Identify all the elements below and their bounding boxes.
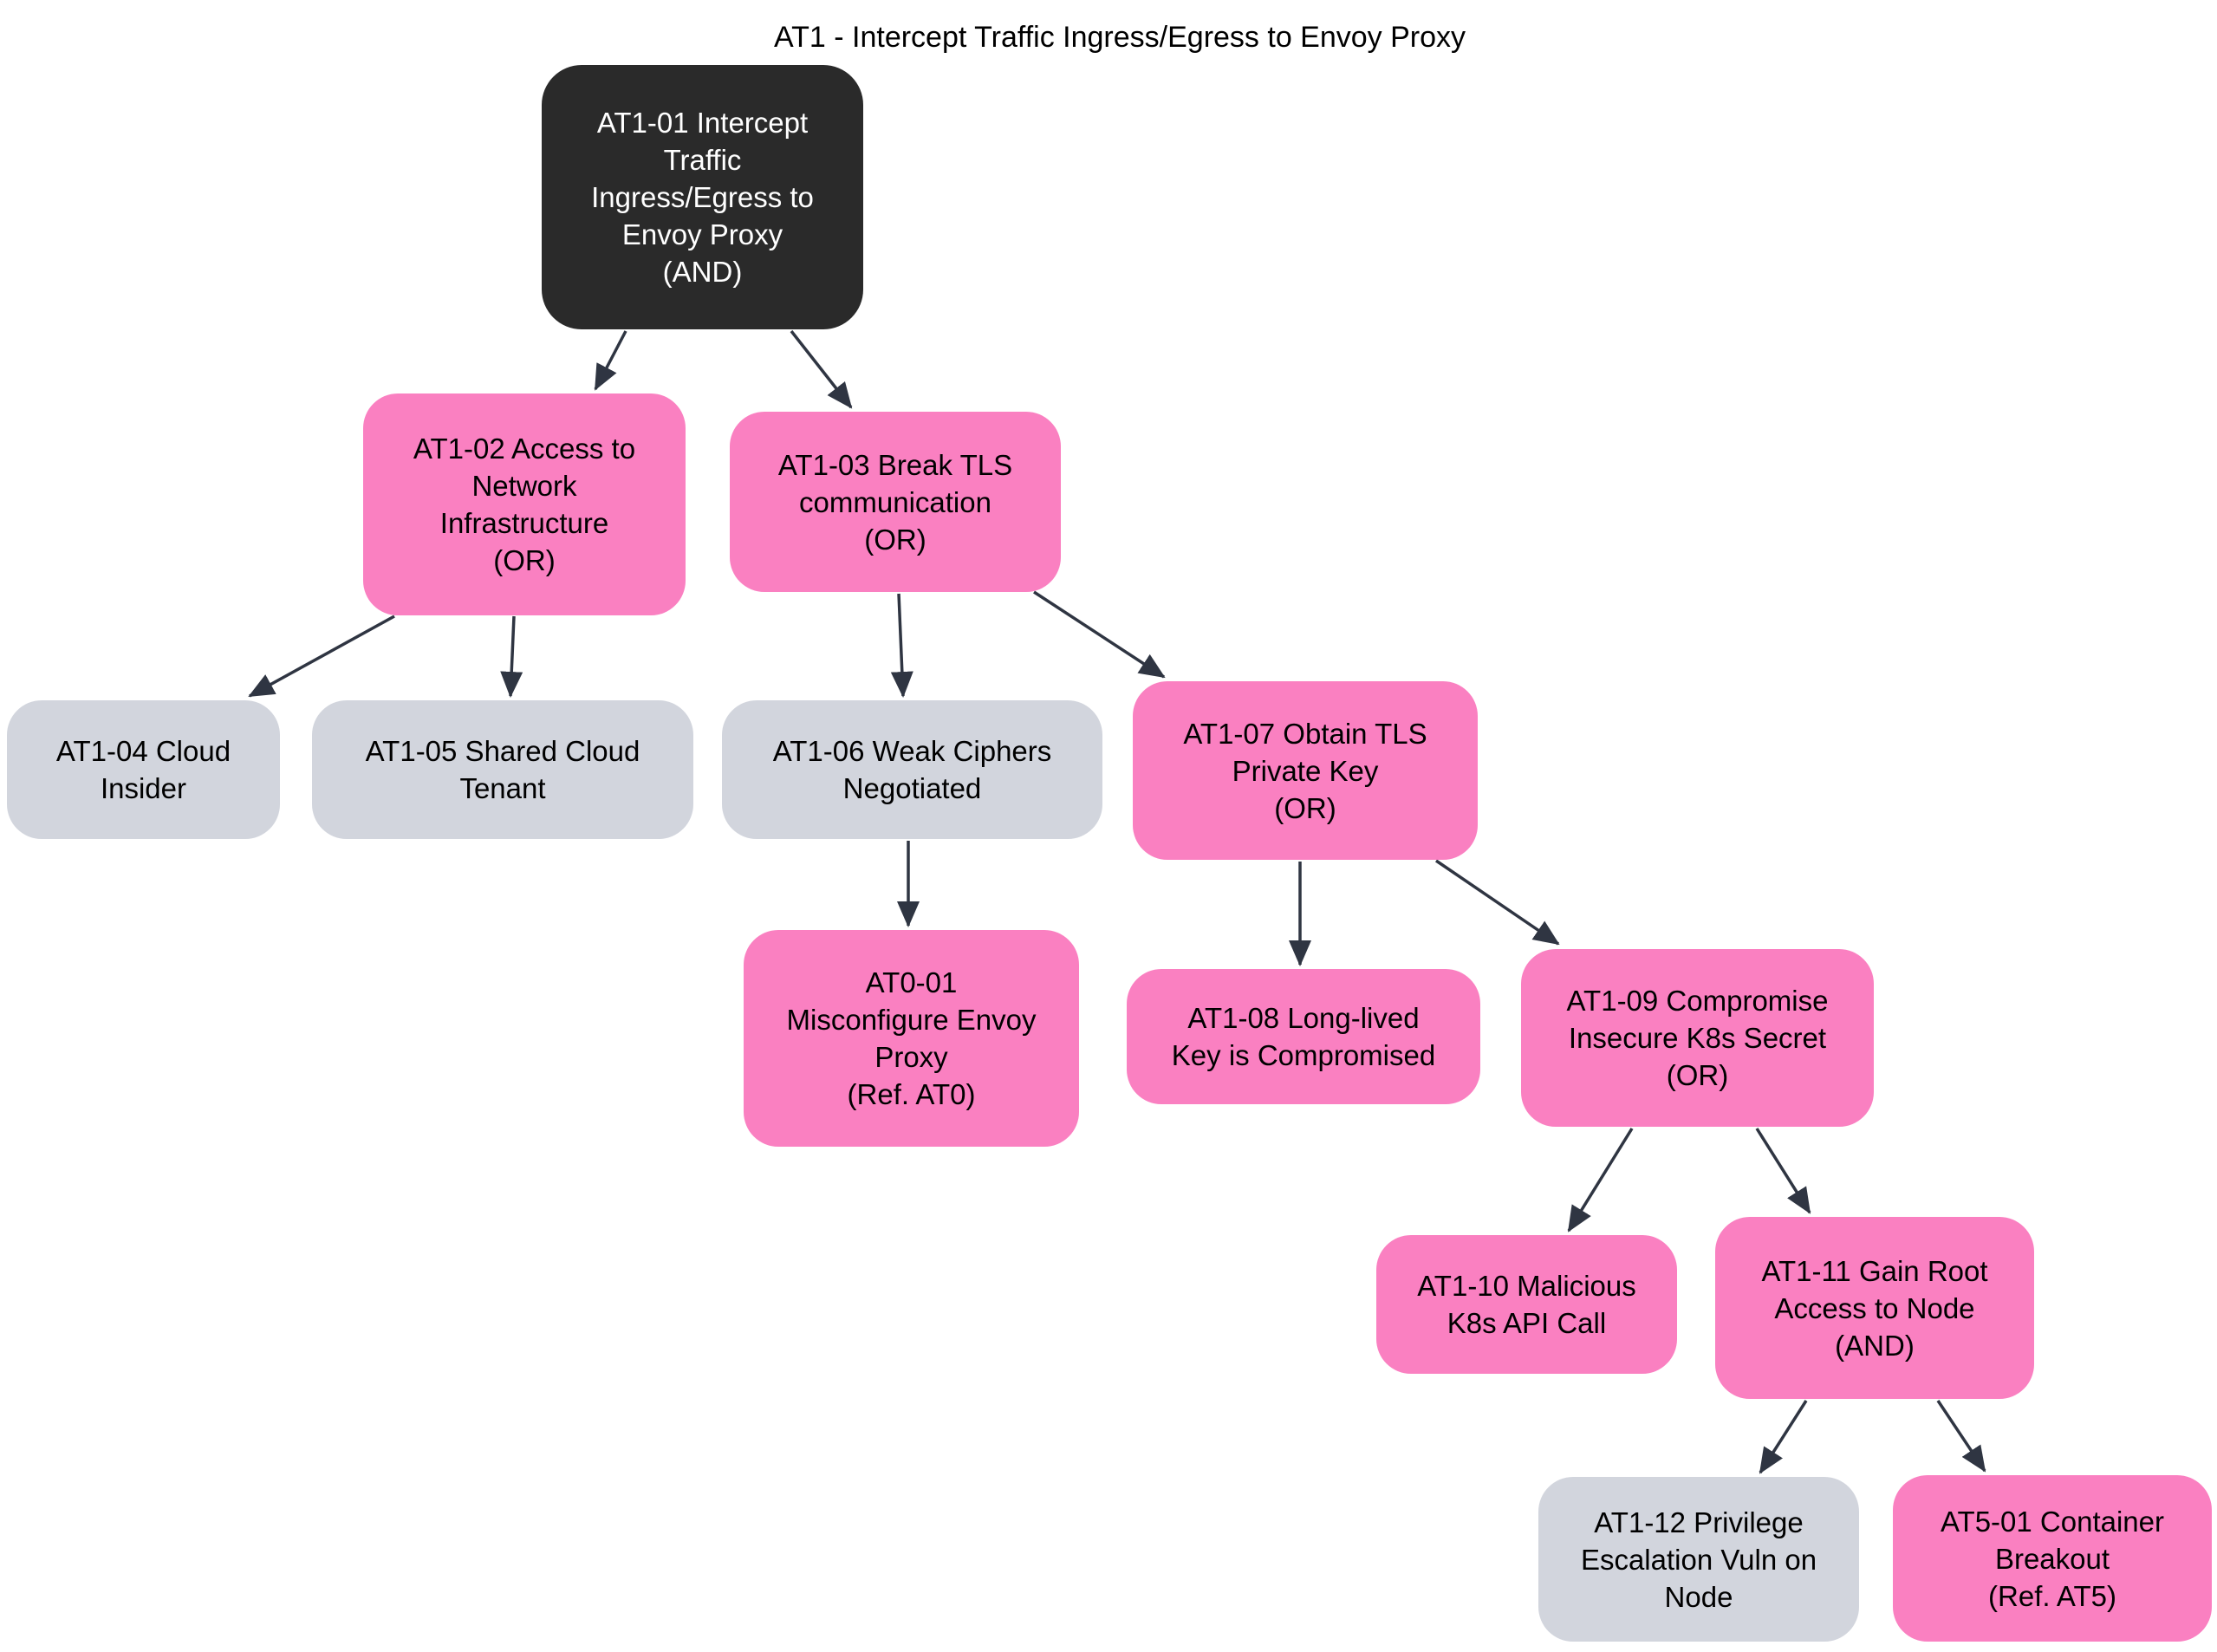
edge-at1-01-to-at1-02 <box>594 330 627 391</box>
node-at0-01-label: AT0-01 Misconfigure Envoy Proxy (Ref. AT… <box>786 966 1037 1110</box>
node-at1-10: AT1-10 Malicious K8s API Call <box>1376 1235 1677 1374</box>
edge-at1-11-to-at1-12 <box>1759 1400 1808 1474</box>
node-at1-07: AT1-07 Obtain TLS Private Key (OR) <box>1133 681 1478 860</box>
node-at1-10-label: AT1-10 Malicious K8s API Call <box>1417 1270 1636 1339</box>
node-at1-05: AT1-05 Shared Cloud Tenant <box>312 700 693 839</box>
edge-at1-11-to-at5-01 <box>1936 1400 1986 1473</box>
node-at1-01: AT1-01 Intercept Traffic Ingress/Egress … <box>542 65 863 329</box>
node-at1-07-label: AT1-07 Obtain TLS Private Key (OR) <box>1183 717 1427 824</box>
node-at1-02-label: AT1-02 Access to Network Infrastructure … <box>413 433 636 576</box>
node-at1-05-label: AT1-05 Shared Cloud Tenant <box>365 735 640 804</box>
node-at1-03-label: AT1-03 Break TLS communication (OR) <box>777 448 1013 556</box>
edge-at1-09-to-at1-11 <box>1755 1128 1811 1214</box>
diagram-title: AT1 - Intercept Traffic Ingress/Egress t… <box>773 21 1466 54</box>
edge-at1-03-to-at1-07 <box>1033 590 1166 679</box>
node-at5-01: AT5-01 Container Breakout (Ref. AT5) <box>1893 1475 2212 1642</box>
node-at1-12-label: AT1-12 Privilege Escalation Vuln on Node <box>1580 1506 1817 1613</box>
edge-at1-02-to-at1-04 <box>248 615 395 698</box>
node-at1-08-label: AT1-08 Long-lived Key is Compromised <box>1171 1002 1436 1071</box>
node-at1-09-label: AT1-09 Compromise Insecure K8s Secret (O… <box>1566 985 1829 1091</box>
node-at1-03: AT1-03 Break TLS communication (OR) <box>730 412 1061 592</box>
node-at1-06-label: AT1-06 Weak Ciphers Negotiated <box>772 735 1052 804</box>
node-at1-09: AT1-09 Compromise Insecure K8s Secret (O… <box>1521 949 1874 1127</box>
node-at5-01-label: AT5-01 Container Breakout (Ref. AT5) <box>1940 1505 2165 1612</box>
node-at1-11: AT1-11 Gain Root Access to Node (AND) <box>1715 1217 2034 1399</box>
edge-at1-09-to-at1-10 <box>1567 1128 1634 1232</box>
node-at1-08: AT1-08 Long-lived Key is Compromised <box>1127 969 1480 1104</box>
node-at0-01: AT0-01 Misconfigure Envoy Proxy (Ref. AT… <box>744 930 1079 1147</box>
node-at1-01-label: AT1-01 Intercept Traffic Ingress/Egress … <box>591 107 814 288</box>
node-at1-04-label: AT1-04 Cloud Insider <box>55 735 231 804</box>
node-at1-12: AT1-12 Privilege Escalation Vuln on Node <box>1538 1477 1859 1642</box>
edge-at1-01-to-at1-03 <box>790 329 853 409</box>
node-at1-06: AT1-06 Weak Ciphers Negotiated <box>722 700 1102 839</box>
node-at1-02: AT1-02 Access to Network Infrastructure … <box>363 393 686 615</box>
edge-at1-02-to-at1-05 <box>500 615 523 698</box>
edge-at1-03-to-at1-06 <box>890 593 913 698</box>
edge-at1-07-to-at1-09 <box>1435 859 1560 946</box>
node-at1-04: AT1-04 Cloud Insider <box>7 700 280 839</box>
node-at1-11-label: AT1-11 Gain Root Access to Node (AND) <box>1761 1254 1988 1362</box>
